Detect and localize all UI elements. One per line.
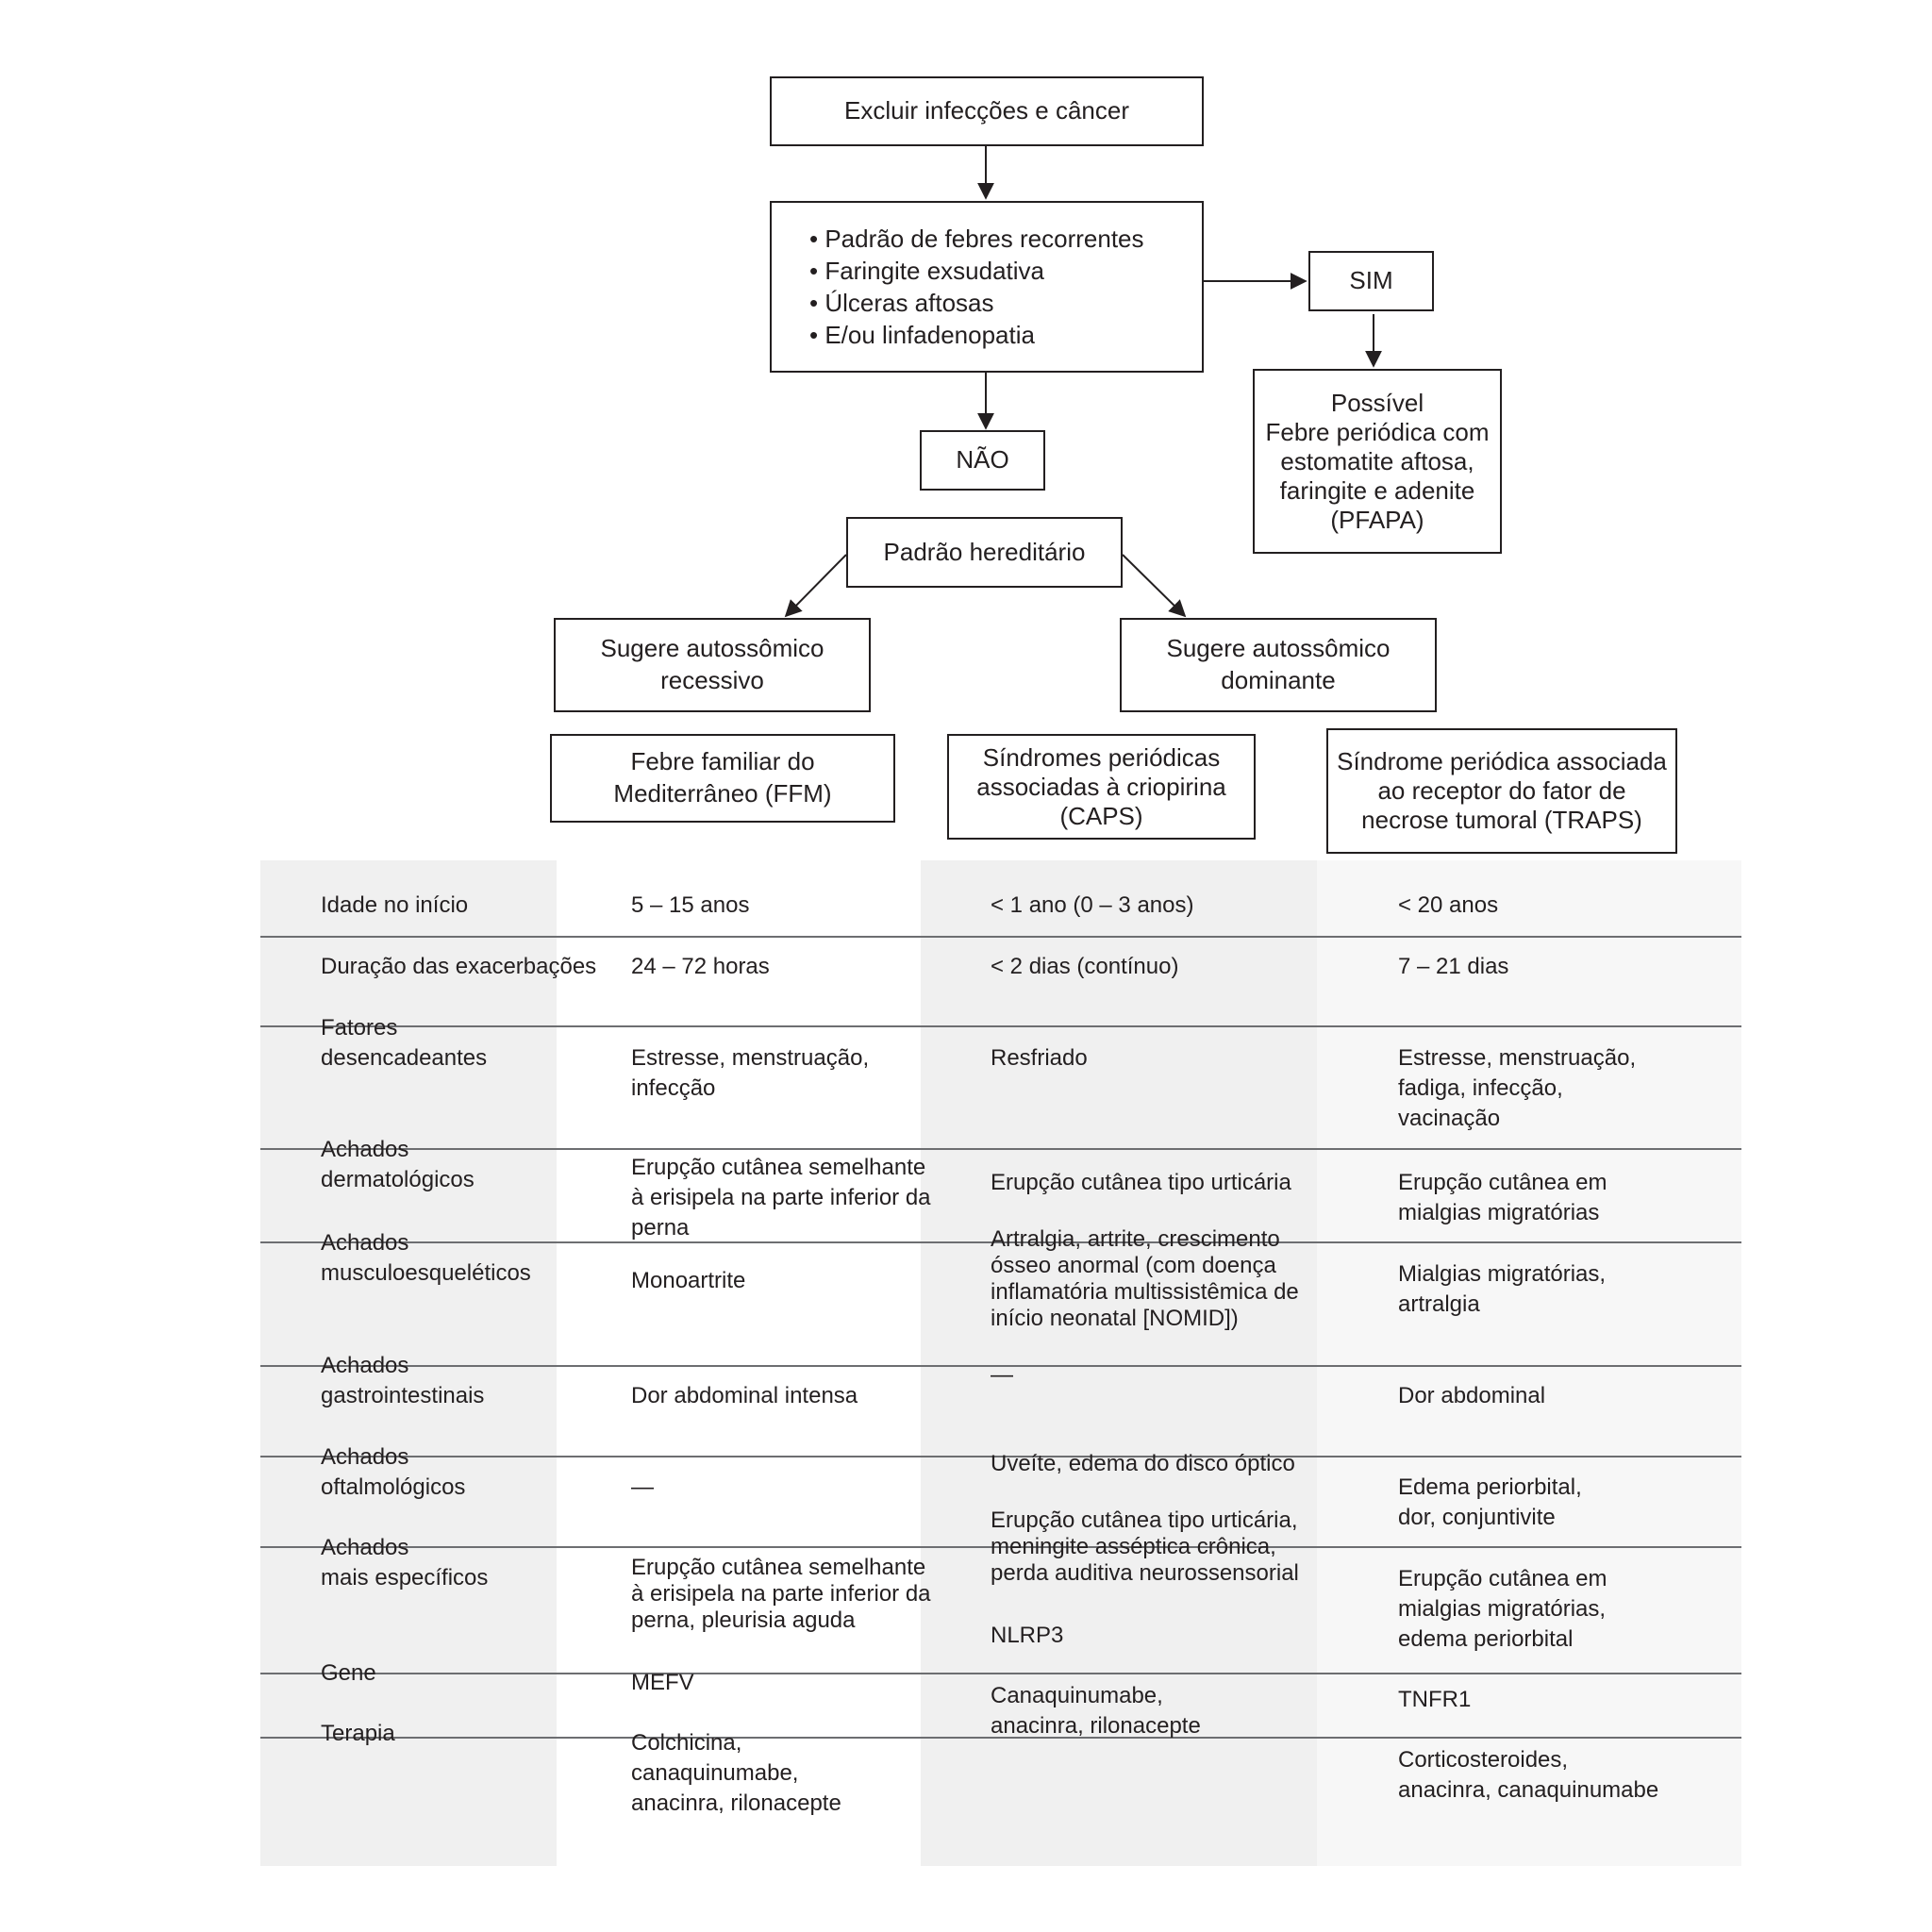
row-label-dermatologic: Achados dermatológicos — [321, 1137, 475, 1192]
table-rule — [260, 1737, 1741, 1739]
pfapa-box: Possível Febre periódica com estomatite … — [1253, 369, 1502, 554]
hereditary-box: Padrão hereditário — [846, 517, 1123, 588]
criteria-item: Padrão de febres recorrentes — [809, 223, 1143, 255]
yes-box: SIM — [1308, 251, 1434, 311]
caps-header-line: associadas à criopirina — [976, 772, 1226, 801]
ffm-header-line: Febre familiar do — [630, 747, 815, 776]
traps-dermatologic: Erupção cutânea em mialgias migratórias — [1398, 1170, 1607, 1225]
no-box: NÃO — [920, 430, 1045, 491]
hereditary-text: Padrão hereditário — [883, 537, 1086, 566]
row-label-gastrointestinal: Achados gastrointestinais — [321, 1353, 485, 1408]
table-rule — [260, 1148, 1741, 1150]
pfapa-line: Febre periódica com — [1265, 417, 1490, 446]
caps-age: < 1 ano (0 – 3 anos) — [991, 892, 1194, 918]
traps-triggers: Estresse, menstruação, fadiga, infecção,… — [1398, 1045, 1637, 1131]
label-column-band — [260, 860, 557, 1866]
criteria-item: Faringite exsudativa — [809, 255, 1044, 287]
traps-header-line: necrose tumoral (TRAPS) — [1361, 806, 1642, 834]
pfapa-line: Possível — [1330, 388, 1424, 417]
traps-age: < 20 anos — [1398, 892, 1499, 918]
ffm-duration: 24 – 72 horas — [631, 954, 770, 979]
row-label-ophthalmologic: Achados oftalmológicos — [321, 1444, 466, 1500]
caps-specific: Erupção cutânea tipo urticária, meningit… — [991, 1507, 1299, 1586]
row-label-musculoskeletal: Achados musculoesqueléticos — [321, 1230, 531, 1286]
criteria-box: Padrão de febres recorrentes Faringite e… — [770, 201, 1204, 373]
recessive-box: Sugere autossômico recessivo — [554, 618, 871, 712]
ffm-triggers: Estresse, menstruação, infecção — [631, 1045, 870, 1101]
criteria-item: E/ou linfadenopatia — [809, 319, 1035, 351]
traps-header-box: Síndrome periódica associada ao receptor… — [1326, 728, 1677, 854]
traps-therapy: Corticosteroides, anacinra, canaquinumab… — [1398, 1747, 1659, 1803]
row-label-triggers: Fatores desencadeantes — [321, 1015, 488, 1071]
traps-header-line: Síndrome periódica associada — [1337, 747, 1667, 775]
dominant-box: Sugere autossômico dominante — [1120, 618, 1437, 712]
yes-text: SIM — [1349, 266, 1393, 295]
caps-header-line: Síndromes periódicas — [982, 742, 1221, 772]
ffm-ophthalmologic: — — [631, 1474, 654, 1500]
arrow-hereditary-to-dominant — [1122, 554, 1187, 618]
pfapa-line: estomatite aftosa, — [1280, 446, 1474, 475]
table-rule — [260, 936, 1741, 938]
ffm-specific: Erupção cutânea semelhante à erisipela n… — [631, 1555, 931, 1633]
ffm-header-box: Febre familiar do Mediterrâneo (FFM) — [550, 734, 895, 823]
caps-triggers: Resfriado — [991, 1045, 1088, 1071]
table-rule — [260, 1241, 1741, 1243]
traps-ophthalmologic: Edema periorbital, dor, conjuntivite — [1398, 1474, 1582, 1530]
pfapa-line: (PFAPA) — [1330, 505, 1424, 534]
recessive-line: recessivo — [660, 666, 764, 694]
traps-musculoskeletal: Mialgias migratórias, artralgia — [1398, 1261, 1607, 1317]
dominant-line: dominante — [1221, 666, 1336, 694]
ffm-dermatologic: Erupção cutânea semelhante à erisipela n… — [631, 1155, 931, 1241]
ffm-gastrointestinal: Dor abdominal intensa — [631, 1383, 858, 1408]
traps-column-band — [1317, 860, 1741, 1866]
no-text: NÃO — [956, 445, 1009, 475]
table-rule — [260, 1365, 1741, 1367]
ffm-therapy: Colchicina, canaquinumabe, anacinra, ril… — [631, 1730, 841, 1816]
ffm-gene: MEFV — [631, 1670, 694, 1695]
arrow-hereditary-to-recessive — [784, 554, 847, 618]
traps-gene: TNFR1 — [1398, 1687, 1472, 1712]
row-label-duration: Duração das exacerbações — [321, 954, 597, 979]
caps-header-line: (CAPS) — [1059, 801, 1143, 830]
row-label-specific: Achados mais específicos — [321, 1535, 489, 1591]
criteria-item: Úlceras aftosas — [809, 287, 993, 319]
table-rule — [260, 1456, 1741, 1457]
traps-specific: Erupção cutânea em mialgias migratórias,… — [1398, 1566, 1607, 1652]
recessive-line: Sugere autossômico — [600, 634, 824, 663]
traps-gastrointestinal: Dor abdominal — [1398, 1383, 1546, 1408]
traps-duration: 7 – 21 dias — [1398, 954, 1509, 979]
caps-therapy: Canaquinumabe, anacinra, rilonacepte — [991, 1683, 1201, 1739]
ffm-age: 5 – 15 anos — [631, 892, 750, 918]
caps-musculoskeletal: Artralgia, artrite, crescimento ósseo an… — [991, 1226, 1299, 1331]
row-label-age: Idade no início — [321, 892, 469, 918]
exclude-infections-box: Excluir infecções e câncer — [770, 76, 1204, 146]
dominant-line: Sugere autossômico — [1166, 634, 1391, 663]
table-rule — [260, 1546, 1741, 1548]
traps-header-line: ao receptor do fator de — [1377, 776, 1626, 805]
caps-duration: < 2 dias (contínuo) — [991, 954, 1179, 979]
caps-header-box: Síndromes periódicas associadas à criopi… — [947, 734, 1256, 840]
table-rule — [260, 1673, 1741, 1674]
caps-ophthalmologic: Uveíte, edema do disco óptico — [991, 1451, 1295, 1476]
caps-column-band — [921, 860, 1317, 1866]
pfapa-line: faringite e adenite — [1279, 475, 1475, 505]
table-rule — [260, 1025, 1741, 1027]
ffm-musculoskeletal: Monoartrite — [631, 1268, 746, 1293]
exclude-infections-text: Excluir infecções e câncer — [843, 96, 1130, 125]
caps-dermatologic: Erupção cutânea tipo urticária — [991, 1170, 1291, 1195]
caps-gastrointestinal: — — [991, 1362, 1013, 1388]
row-label-gene: Gene — [321, 1660, 376, 1686]
caps-gene: NLRP3 — [991, 1623, 1064, 1648]
ffm-header-line: Mediterrâneo (FFM) — [613, 779, 832, 808]
row-label-therapy: Terapia — [321, 1721, 395, 1746]
